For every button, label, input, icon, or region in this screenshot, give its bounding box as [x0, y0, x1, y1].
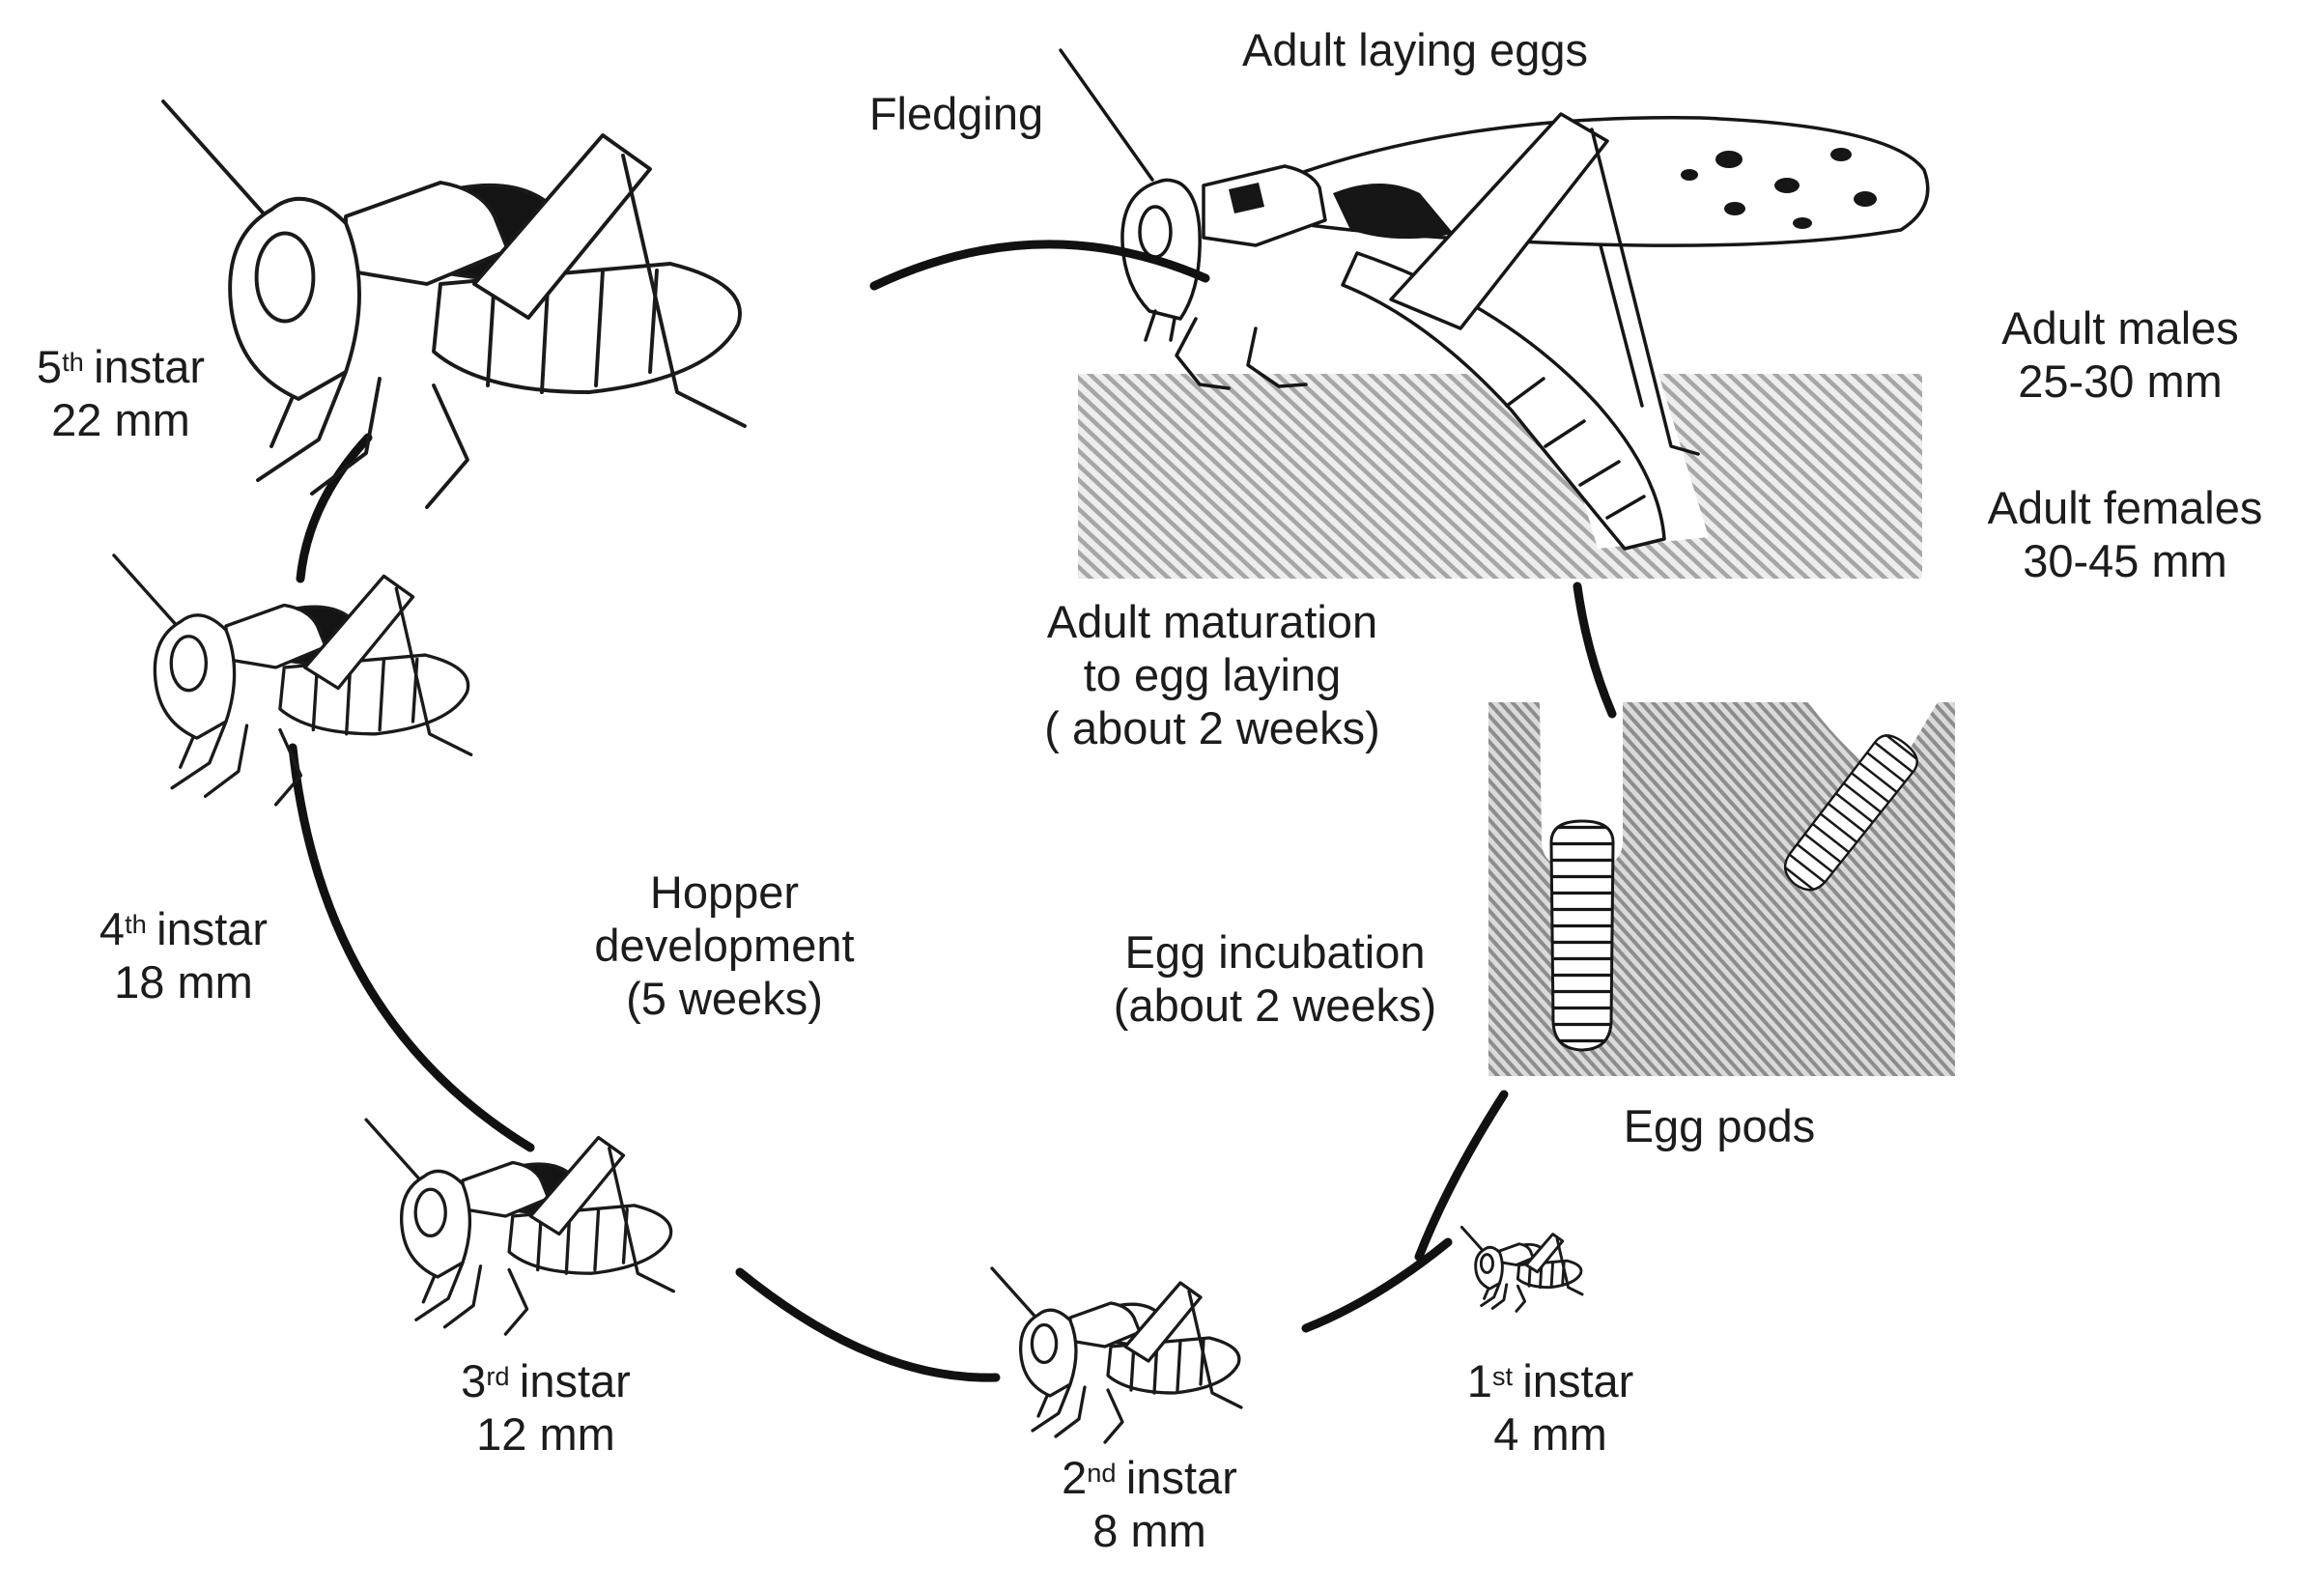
- instar-3-illustration: [364, 1118, 676, 1336]
- arc-fledging: [869, 240, 1210, 291]
- label-egg-pods: Egg pods: [1623, 1100, 1816, 1151]
- instar-3-size: 12 mm: [476, 1408, 615, 1460]
- instar-4-size: 18 mm: [114, 956, 253, 1008]
- instar-5-illustration: [163, 101, 745, 507]
- label-fledging: Fledging: [868, 88, 1044, 139]
- label-adult-females: Adult females 30-45 mm: [1987, 482, 2263, 586]
- label-hopper-development: Hopper development (5 weeks): [594, 866, 855, 1024]
- adult-locust-illustration: [1059, 48, 1930, 551]
- instar-5-size: 22 mm: [51, 394, 190, 445]
- cycle-arcs: [288, 240, 1617, 1382]
- label-egg-incubation: Egg incubation (about 2 weeks): [1113, 926, 1437, 1031]
- instar-2-illustration: [990, 1266, 1243, 1444]
- arc-instar1-to-instar2: [1301, 1237, 1453, 1333]
- label-adult-laying-eggs: Adult laying eggs: [1242, 24, 1588, 75]
- arc-adult-to-eggpods: [1573, 582, 1617, 719]
- egg-pods-illustration: [1488, 702, 1955, 1076]
- instar-2-size: 8 mm: [1092, 1505, 1206, 1556]
- label-adult-maturation: Adult maturation to egg laying ( about 2…: [1044, 596, 1380, 753]
- arc-instar2-to-instar3: [735, 1267, 1001, 1382]
- arc-eggpods-to-instar1: [1414, 1090, 1509, 1262]
- arc-instar4-to-instar5: [296, 433, 373, 583]
- instar-1-illustration: [1460, 1226, 1583, 1313]
- arc-instar3-to-instar4: [288, 743, 535, 1152]
- instar-1-size: 4 mm: [1493, 1408, 1607, 1460]
- soil-surface-illustration: [1078, 374, 1922, 579]
- label-adult-males: Adult males 25-30 mm: [2001, 302, 2239, 407]
